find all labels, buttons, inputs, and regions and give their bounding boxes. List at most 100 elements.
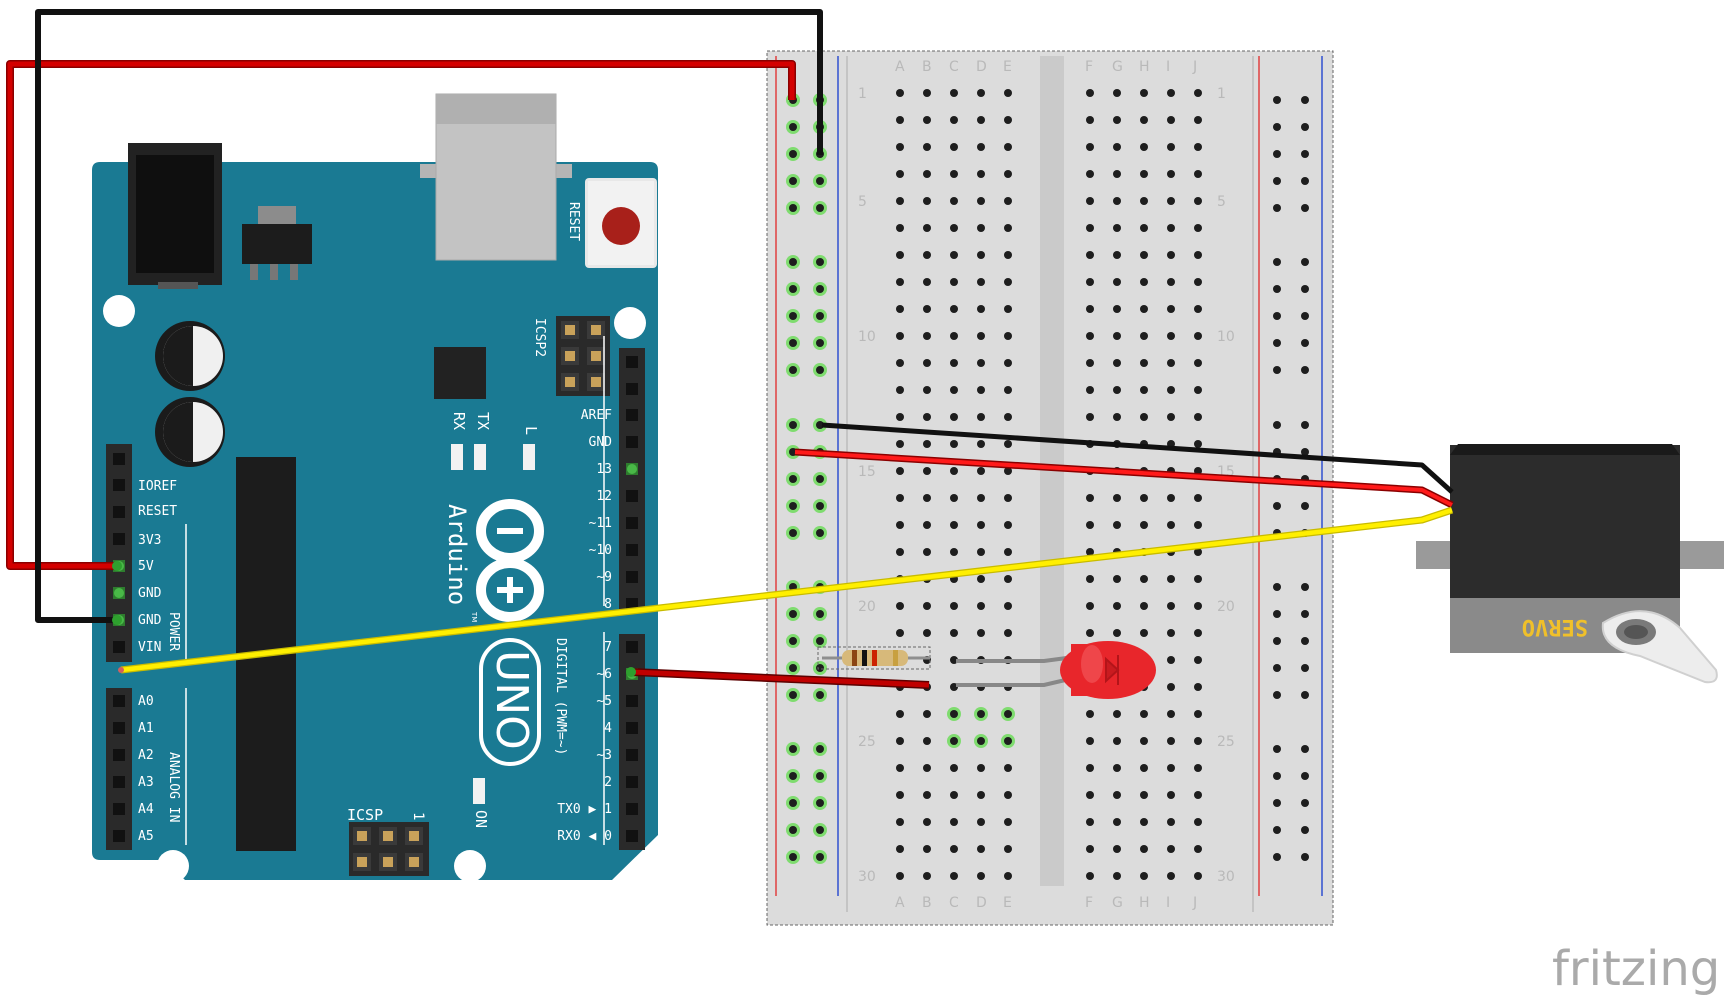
breadboard-hole [1194,224,1202,232]
analog-pin-label: A2 [138,748,154,763]
arduino-uno-board: RESET ICSP2 ICSP 1 [92,93,658,882]
l-label: L [522,426,540,435]
breadboard-hole [1140,386,1148,394]
breadboard-hole [923,143,931,151]
header-pin [626,436,638,448]
breadboard-hole [950,494,958,502]
breadboard-hole [1194,143,1202,151]
rail-hole [789,610,797,618]
rail-hole [816,258,824,266]
breadboard-hole [1086,332,1094,340]
digital-section-label: DIGITAL (PWM=~) [553,638,568,755]
breadboard-hole [896,521,904,529]
breadboard-hole [1194,197,1202,205]
breadboard-hole [1167,791,1175,799]
header-pin [626,776,638,788]
digital-pin-label: 8 [604,597,612,612]
capacitor [155,397,225,467]
breadboard-hole [1004,305,1012,313]
breadboard-hole [923,872,931,880]
header-pin [113,533,125,545]
column-label-top: D [976,59,987,75]
mounting-hole [454,850,486,882]
rail-hole [1301,583,1309,591]
breadboard-hole [1167,575,1175,583]
digital-pin-label: 4 [604,721,612,736]
header-pin [626,830,638,842]
usb-interface-chip [434,347,486,399]
rail-hole [789,637,797,645]
breadboard-hole [896,197,904,205]
column-label-top: A [895,59,905,75]
header-pin [626,749,638,761]
analog-pin-label: A4 [138,802,154,817]
rail-hole [1273,366,1281,374]
breadboard-hole [1113,764,1121,772]
breadboard-hole [1004,116,1012,124]
rail-hole [1273,826,1281,834]
breadboard-hole [950,197,958,205]
breadboard-hole [1194,413,1202,421]
breadboard-hole [1194,737,1202,745]
breadboard-hole [896,602,904,610]
breadboard-hole [1113,737,1121,745]
breadboard-hole [977,386,985,394]
breadboard-hole [1086,629,1094,637]
breadboard-hole [1140,224,1148,232]
breadboard-hole [1167,413,1175,421]
breadboard-hole [1004,440,1012,448]
breadboard-hole [1086,278,1094,286]
rail-hole [1301,826,1309,834]
rail-hole [1273,177,1281,185]
rail-hole [1273,745,1281,753]
breadboard-hole [923,629,931,637]
header-pin [626,641,638,653]
breadboard-hole [1086,143,1094,151]
breadboard-hole [1140,629,1148,637]
breadboard-hole [1004,521,1012,529]
breadboard-hole [1194,683,1202,691]
header-pin [626,803,638,815]
uno-badge: UNO [479,638,541,766]
rail-hole [789,826,797,834]
rail-hole [1301,772,1309,780]
breadboard-hole [1140,575,1148,583]
breadboard-hole [896,845,904,853]
rail-hole [789,366,797,374]
trademark-text: TM [470,611,478,622]
breadboard-hole [1194,116,1202,124]
breadboard-hole [1113,305,1121,313]
rail-hole [816,772,824,780]
breadboard-hole [896,251,904,259]
breadboard-hole [1167,521,1175,529]
header-pin [626,722,638,734]
breadboard-hole [896,224,904,232]
rail-hole [1301,610,1309,618]
column-label-bottom: H [1139,895,1150,911]
breadboard-hole [1140,143,1148,151]
servo-horn [1601,610,1718,684]
analog-header [106,688,132,850]
rx-label: RX [450,412,468,430]
breadboard-hole [1113,386,1121,394]
column-label-top: E [1003,59,1012,75]
rail-hole [816,475,824,483]
breadboard-hole [1140,197,1148,205]
tx-label: TX [474,412,492,430]
breadboard-hole [1086,224,1094,232]
breadboard-hole [1140,710,1148,718]
breadboard-hole [977,467,985,475]
breadboard-hole [1004,386,1012,394]
breadboard-hole [950,791,958,799]
rail-hole [1301,96,1309,104]
header-pin [113,506,125,518]
breadboard-hole [977,872,985,880]
servo-label: SERVO [1522,614,1588,639]
icsp-header [349,822,429,876]
rail-hole [1301,312,1309,320]
rail-hole [816,664,824,672]
breadboard-hole [1167,818,1175,826]
row-number-left: 5 [858,194,867,210]
breadboard-hole [1086,197,1094,205]
